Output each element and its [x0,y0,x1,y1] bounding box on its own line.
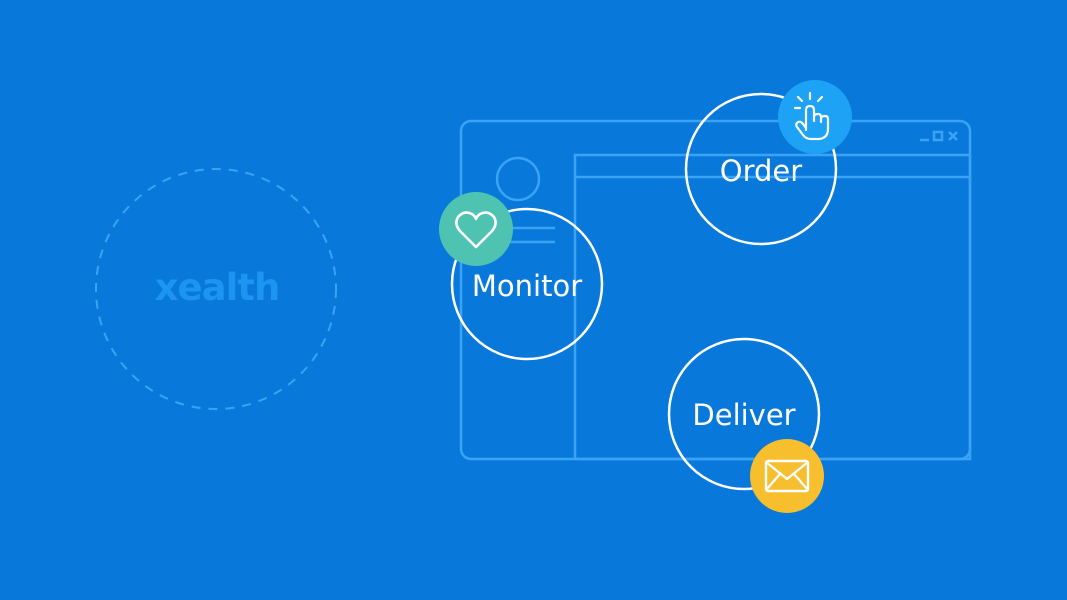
monitor-node: Monitor [439,192,604,361]
tap-icon [793,91,830,141]
close-icon [948,131,958,141]
xealth-logo: xealth [155,266,280,309]
deliver-node: Deliver [667,337,824,513]
order-circle [684,92,838,246]
sidebar-avatar-outline [495,156,541,202]
monitor-badge [439,192,513,266]
order-node: Order [684,80,852,246]
deliver-label: Deliver [692,398,795,432]
monitor-label: Monitor [472,269,582,303]
order-label: Order [720,154,802,188]
deliver-circle [667,337,821,491]
dashed-logo-ring [95,168,337,410]
maximize-icon [932,130,944,142]
logo-group: xealth [95,168,337,410]
deliver-badge [750,439,824,513]
monitor-circle [450,207,604,361]
heart-icon [455,211,497,249]
envelope-icon [764,459,810,493]
